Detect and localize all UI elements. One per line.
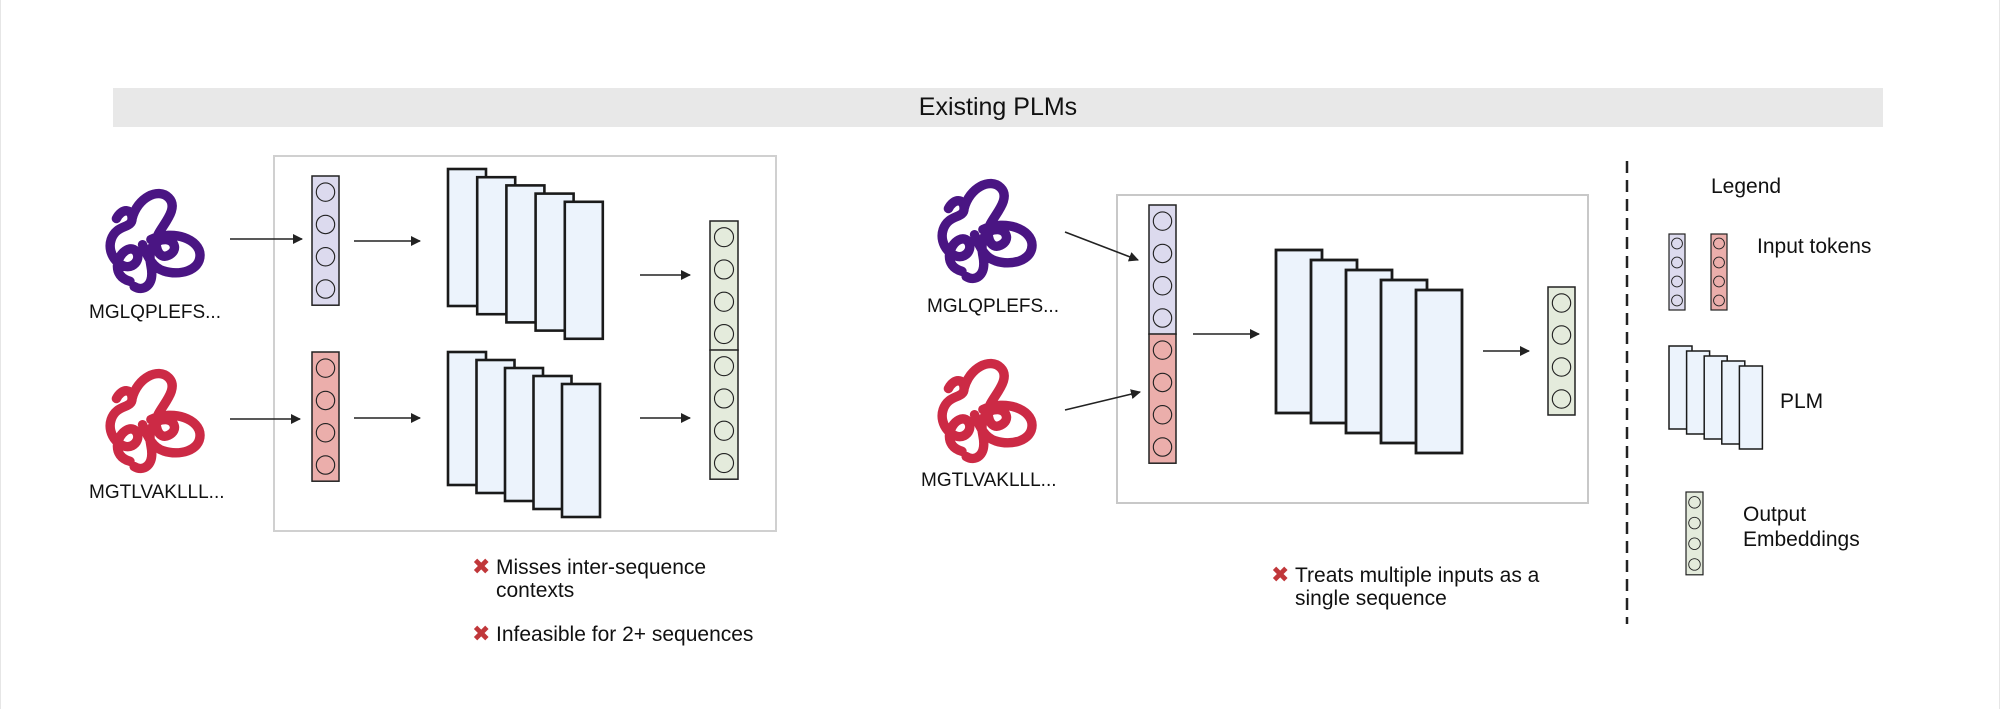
token-circle [713, 323, 735, 345]
column-body [311, 175, 340, 306]
token-circle [1551, 357, 1572, 377]
header-title: Existing PLMs [918, 93, 1078, 121]
token-circle [1713, 275, 1725, 288]
limitation-item: ✖ Treats multiple inputs as a single seq… [1271, 562, 1540, 611]
token-circle [1551, 389, 1572, 409]
token-circle [1688, 537, 1701, 550]
sequence-label: MGLQPLEFS... [89, 302, 221, 323]
token-circle [315, 182, 336, 202]
column-body [1148, 204, 1177, 335]
left-panel-box [273, 155, 777, 532]
legend-title: Legend [1711, 175, 1782, 198]
protein-icon [110, 374, 200, 469]
column-body [311, 351, 340, 482]
column-body [1710, 233, 1728, 311]
limitation-item: ✖ Misses inter-sequence contexts [472, 554, 707, 603]
plm-stack [446, 350, 602, 519]
token-circle [315, 214, 336, 235]
token-circle [1713, 294, 1725, 307]
token-circle [713, 259, 735, 280]
legend-token-a [1668, 233, 1686, 311]
limitation-text-line: Infeasible for 2+ sequences [496, 623, 754, 646]
legend-plm-stack [1668, 345, 1764, 450]
token-circle [315, 358, 336, 378]
column-body [709, 349, 739, 480]
limitation-text-line: single sequence [1295, 587, 1447, 610]
legend-output-column [1685, 491, 1704, 576]
token-circle [1671, 294, 1683, 307]
token-circle [1551, 325, 1572, 345]
column-body [1547, 286, 1576, 416]
plm-layer [563, 200, 605, 341]
output-embedding-column [709, 220, 739, 480]
token-circle [1688, 558, 1701, 571]
column-body [1148, 333, 1177, 464]
plm-stack [1274, 248, 1464, 455]
token-column-a [311, 175, 340, 306]
column-body [709, 220, 739, 351]
token-circle [1671, 275, 1683, 288]
token-circle [1551, 293, 1572, 313]
token-circle [1688, 496, 1701, 509]
sequence-label: MGTLVAKLLL... [89, 482, 225, 503]
token-circle [713, 452, 735, 474]
limitation-text-line: contexts [496, 579, 575, 602]
token-circle [1152, 437, 1173, 457]
plm-layer [560, 382, 602, 519]
token-circle [713, 420, 735, 441]
legend-label-plm: PLM [1780, 390, 1824, 413]
token-circle [315, 247, 336, 267]
output-embedding-column [1547, 286, 1576, 416]
limitation-text-line: Misses inter-sequence [496, 556, 707, 579]
cross-icon: ✖ [1271, 562, 1290, 587]
cross-icon: ✖ [472, 554, 491, 579]
plm-layer [1738, 365, 1764, 450]
sequence-label: MGLQPLEFS... [927, 296, 1059, 317]
token-circle [713, 388, 735, 409]
legend-label-input-tokens: Input tokens [1757, 235, 1872, 258]
column-body [1685, 491, 1704, 576]
token-circle [1152, 308, 1173, 328]
token-circle [1152, 405, 1173, 425]
token-circle [1713, 256, 1725, 269]
plm-stack [446, 167, 605, 341]
column-body [1668, 233, 1686, 311]
arrow [1064, 231, 1139, 262]
token-circle [1152, 340, 1173, 360]
token-circle [1152, 243, 1173, 264]
legend-label-output-embeddings: Output Embeddings [1743, 503, 1860, 551]
token-circle [713, 227, 735, 248]
cross-icon: ✖ [472, 621, 491, 646]
token-circle [713, 356, 735, 377]
token-circle [315, 455, 336, 475]
token-circle [1671, 256, 1683, 269]
token-circle [1671, 237, 1683, 250]
limitation-text-line: Treats multiple inputs as a [1295, 564, 1540, 587]
protein-icon [942, 184, 1032, 279]
token-circle [713, 291, 735, 312]
token-circle [315, 279, 336, 299]
token-circle [1152, 276, 1173, 296]
sequence-label: MGTLVAKLLL... [921, 470, 1057, 491]
token-circle [315, 390, 336, 411]
token-circle [315, 423, 336, 443]
token-circle [1688, 516, 1701, 530]
token-circle [1152, 372, 1173, 393]
plm-layer [1414, 288, 1464, 455]
token-circle [1713, 237, 1725, 250]
limitation-item: ✖ Infeasible for 2+ sequences [472, 621, 754, 647]
concatenated-token-column [1148, 204, 1177, 464]
header-bar: Existing PLMs [113, 88, 1883, 127]
token-circle [1152, 211, 1173, 231]
right-panel-box [1116, 194, 1589, 504]
protein-icon [942, 364, 1032, 459]
legend-token-b [1710, 233, 1728, 311]
arrow [1064, 389, 1141, 411]
protein-icon [110, 194, 200, 289]
token-column-b [311, 351, 340, 482]
